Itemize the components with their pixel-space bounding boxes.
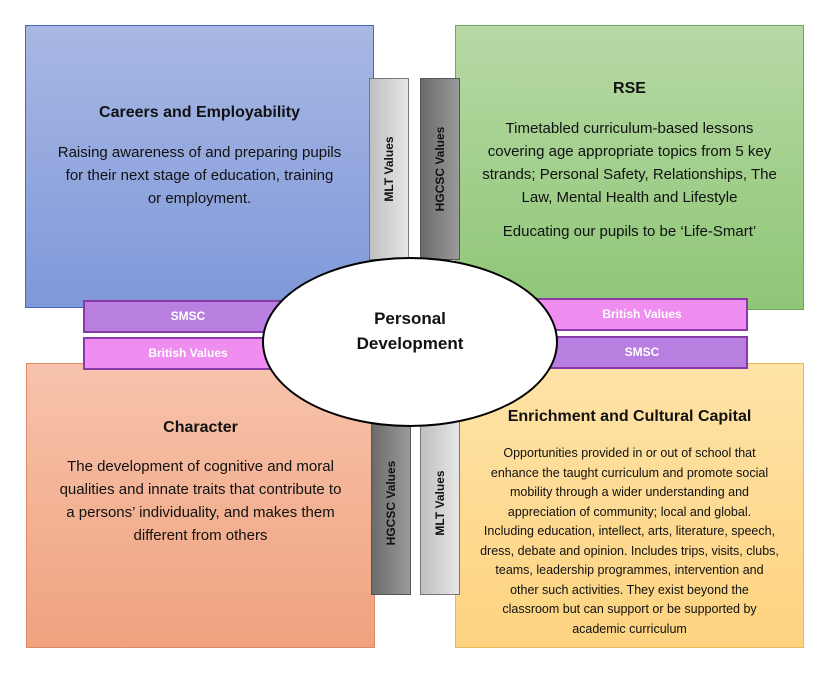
mlt-values-bar-bottom: MLT Values	[420, 411, 460, 595]
character-body-line: qualities and innate traits that contrib…	[59, 481, 342, 498]
enrichment-body-line: mobility through a wider understanding a…	[509, 485, 750, 499]
character-body-line: a persons’ individuality, and makes them	[66, 504, 335, 521]
rse-quadrant: RSE Timetabled curriculum-based lessons …	[455, 25, 804, 310]
enrichment-title: Enrichment and Cultural Capital	[507, 408, 752, 425]
rse-title: RSE	[613, 80, 646, 97]
hgcsc-values-bar-bottom: HGCSC Values	[371, 411, 411, 595]
careers-body-line: or employment.	[147, 190, 252, 207]
hgcsc-values-label-top: HGCSC Values	[433, 126, 447, 212]
enrichment-body-line: Opportunities provided in or out of scho…	[503, 446, 756, 460]
rse-body-line: Timetabled curriculum-based lessons	[505, 120, 754, 137]
center-title: Personal Development	[262, 306, 558, 356]
rse-body-line: strands; Personal Safety, Relationships,…	[482, 166, 777, 183]
careers-body-line: for their next stage of education, train…	[65, 167, 334, 184]
center-title-line2: Development	[356, 334, 464, 353]
mlt-values-label-bottom: MLT Values	[433, 470, 447, 536]
rse-body-line: covering age appropriate topics from 5 k…	[487, 143, 772, 160]
careers-quadrant: Careers and Employability Raising awaren…	[25, 25, 374, 308]
hgcsc-values-bar-top: HGCSC Values	[420, 78, 460, 260]
character-body-line: The development of cognitive and moral	[67, 458, 334, 475]
enrichment-body-line: appreciation of community; local and glo…	[507, 504, 752, 519]
careers-body: Raising awareness of and preparing pupil…	[26, 141, 373, 210]
center-ellipse	[262, 257, 558, 427]
hgcsc-values-label-bottom: HGCSC Values	[384, 460, 398, 546]
mlt-values-label-top: MLT Values	[382, 136, 396, 202]
rse-body-line: Law, Mental Health and Lifestyle	[521, 189, 738, 206]
center-title-line1: Personal	[374, 309, 446, 328]
smsc-bar-right: SMSC	[536, 336, 748, 369]
character-body-line: different from others	[133, 527, 268, 544]
character-quadrant: Character The development of cognitive a…	[26, 363, 375, 648]
rse-body: Timetabled curriculum-based lessons cove…	[456, 117, 803, 209]
careers-title: Careers and Employability	[99, 104, 300, 121]
enrichment-quadrant: Enrichment and Cultural Capital Opportun…	[455, 363, 804, 648]
enrichment-body-line: enhance the taught curriculum and promot…	[490, 465, 769, 480]
enrichment-body-line: classroom but can support or be supporte…	[502, 602, 757, 616]
character-title: Character	[163, 419, 238, 436]
character-body: The development of cognitive and moral q…	[27, 455, 374, 547]
enrichment-body-line: teams, leadership programmes, interventi…	[495, 563, 764, 577]
enrichment-body: Opportunities provided in or out of scho…	[456, 444, 803, 639]
enrichment-body-line: Including education, intellect, arts, li…	[483, 524, 776, 538]
enrichment-body-line: dress, debate and opinion. Includes trip…	[480, 543, 779, 558]
rse-tagline: Educating our pupils to be ‘Life-Smart’	[502, 223, 757, 240]
enrichment-body-line: other such activities. They exist beyond…	[510, 582, 749, 597]
mlt-values-bar-top: MLT Values	[369, 78, 409, 260]
careers-body-line: Raising awareness of and preparing pupil…	[57, 144, 342, 161]
british-values-bar-right: British Values	[536, 298, 748, 331]
enrichment-body-line: academic curriculum	[572, 621, 687, 636]
